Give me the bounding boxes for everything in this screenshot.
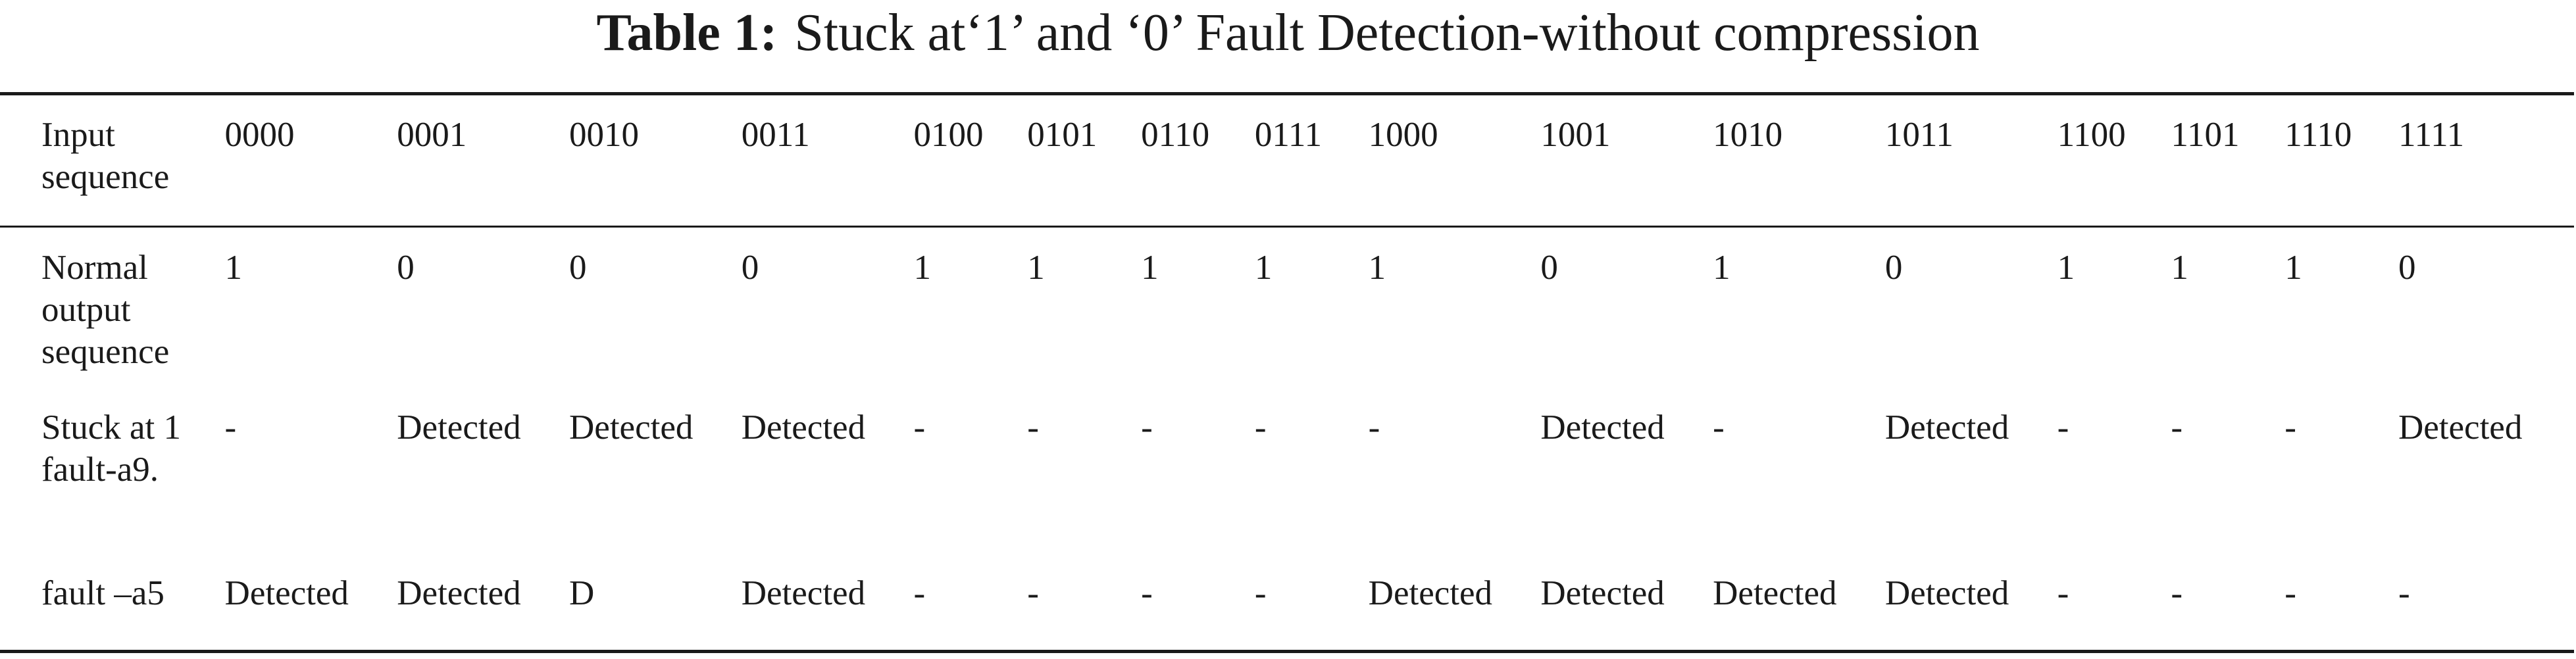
table-cell: 0010 <box>569 116 640 154</box>
table-cell: 1 <box>1141 249 1159 287</box>
table-cell: 0 <box>2398 249 2416 287</box>
table-cell: - <box>2171 408 2183 447</box>
table-cell: 0001 <box>397 116 467 154</box>
table-cell: Detected <box>397 408 521 447</box>
table-cell: Detected <box>741 574 866 612</box>
stuck-at-1-row: Stuck at 1 fault-a9. - Detected Detected Det… <box>0 398 2574 564</box>
normal-output-row: Normal output sequence 1 0 0 0 1 1 1 1 1 0 1 0 1 1 1 0 <box>0 228 2574 398</box>
table-cell: 0101 <box>1027 116 1098 154</box>
table-cell: - <box>2285 574 2296 612</box>
table-cell: - <box>224 408 237 447</box>
row-header: fault –a5 <box>41 574 164 612</box>
table-cell: 0111 <box>1254 116 1322 154</box>
table-cell: 0 <box>1884 249 1903 287</box>
row-header: Input sequence <box>41 116 170 196</box>
table-cell: 1011 <box>1884 116 1954 154</box>
caption-spacer <box>0 0 2574 94</box>
table-cell: Detected <box>1884 408 2009 447</box>
table-cell: 0000 <box>224 116 295 154</box>
table-top-rule <box>0 92 2574 95</box>
table-cell: 0 <box>741 249 759 287</box>
table-cell: 1 <box>1713 249 1730 287</box>
table-cell: 1 <box>1027 249 1045 287</box>
table-cell: 1 <box>224 249 243 287</box>
table-cell: 0 <box>569 249 587 287</box>
table-cell: - <box>2285 408 2296 447</box>
table-cell: 1 <box>2171 249 2188 287</box>
table-cell: - <box>1141 408 1153 447</box>
table-cell: 1000 <box>1368 116 1438 154</box>
row-header: Normal output sequence <box>41 249 170 371</box>
table-cell: - <box>913 574 926 612</box>
table-cell: - <box>2057 574 2069 612</box>
table-cell: - <box>1254 408 1267 447</box>
table-cell: 0 <box>397 249 415 287</box>
table-cell: Detected <box>1713 574 1837 612</box>
table-cell: 1 <box>913 249 931 287</box>
table-cell: 0110 <box>1141 116 1210 154</box>
table-cell: D <box>569 574 595 612</box>
table-cell: Detected <box>1540 408 1665 447</box>
table-bottom-rule <box>0 650 2574 653</box>
table-cell: - <box>2057 408 2069 447</box>
table-cell: Detected <box>224 574 349 612</box>
table-cell: 1110 <box>2285 116 2352 154</box>
table-cell: - <box>1713 408 1725 447</box>
table-cell: - <box>2398 574 2410 612</box>
table-cell: - <box>1254 574 1267 612</box>
table-cell: Detected <box>569 408 694 447</box>
fault-a5-row: fault –a5 Detected Detected D Detected - - - - De… <box>0 564 2574 650</box>
table-cell: 0100 <box>913 116 984 154</box>
table-cell: 1 <box>2285 249 2302 287</box>
table-cell: Detected <box>397 574 521 612</box>
table-cell: 1 <box>2057 249 2075 287</box>
table-cell: Detected <box>2398 408 2523 447</box>
table-cell: Detected <box>1368 574 1492 612</box>
table-cell: - <box>1368 408 1380 447</box>
table-cell: 1001 <box>1540 116 1611 154</box>
table-cell: - <box>2171 574 2183 612</box>
table-cell: Detected <box>1884 574 2009 612</box>
table-cell: 1100 <box>2057 116 2126 154</box>
table-cell: 1101 <box>2171 116 2240 154</box>
table-cell: 0011 <box>741 116 810 154</box>
table-cell: 0 <box>1540 249 1558 287</box>
table-cell: Detected <box>1540 574 1665 612</box>
table-cell: 1 <box>1254 249 1273 287</box>
caption-label: Table 1: <box>596 4 778 62</box>
table-cell: - <box>1027 574 1039 612</box>
table-caption: Table 1: Stuck at‘1’ and ‘0’ Fault Detect… <box>0 0 2576 66</box>
row-header: Stuck at 1 fault-a9. <box>41 408 181 489</box>
input-sequence-row: Input sequence 0000 0001 0010 0011 0100 0101 01… <box>0 94 2574 228</box>
table-cell: - <box>913 408 926 447</box>
table-cell: Detected <box>741 408 866 447</box>
table-cell: 1010 <box>1713 116 1783 154</box>
table-cell: - <box>1141 574 1153 612</box>
table-header-rule <box>0 226 2574 228</box>
table-cell: 1 <box>1368 249 1386 287</box>
table-cell: - <box>1027 408 1039 447</box>
caption-title: Stuck at‘1’ and ‘0’ Fault Detection-with… <box>794 4 1980 62</box>
table-cell: 1111 <box>2398 116 2465 154</box>
